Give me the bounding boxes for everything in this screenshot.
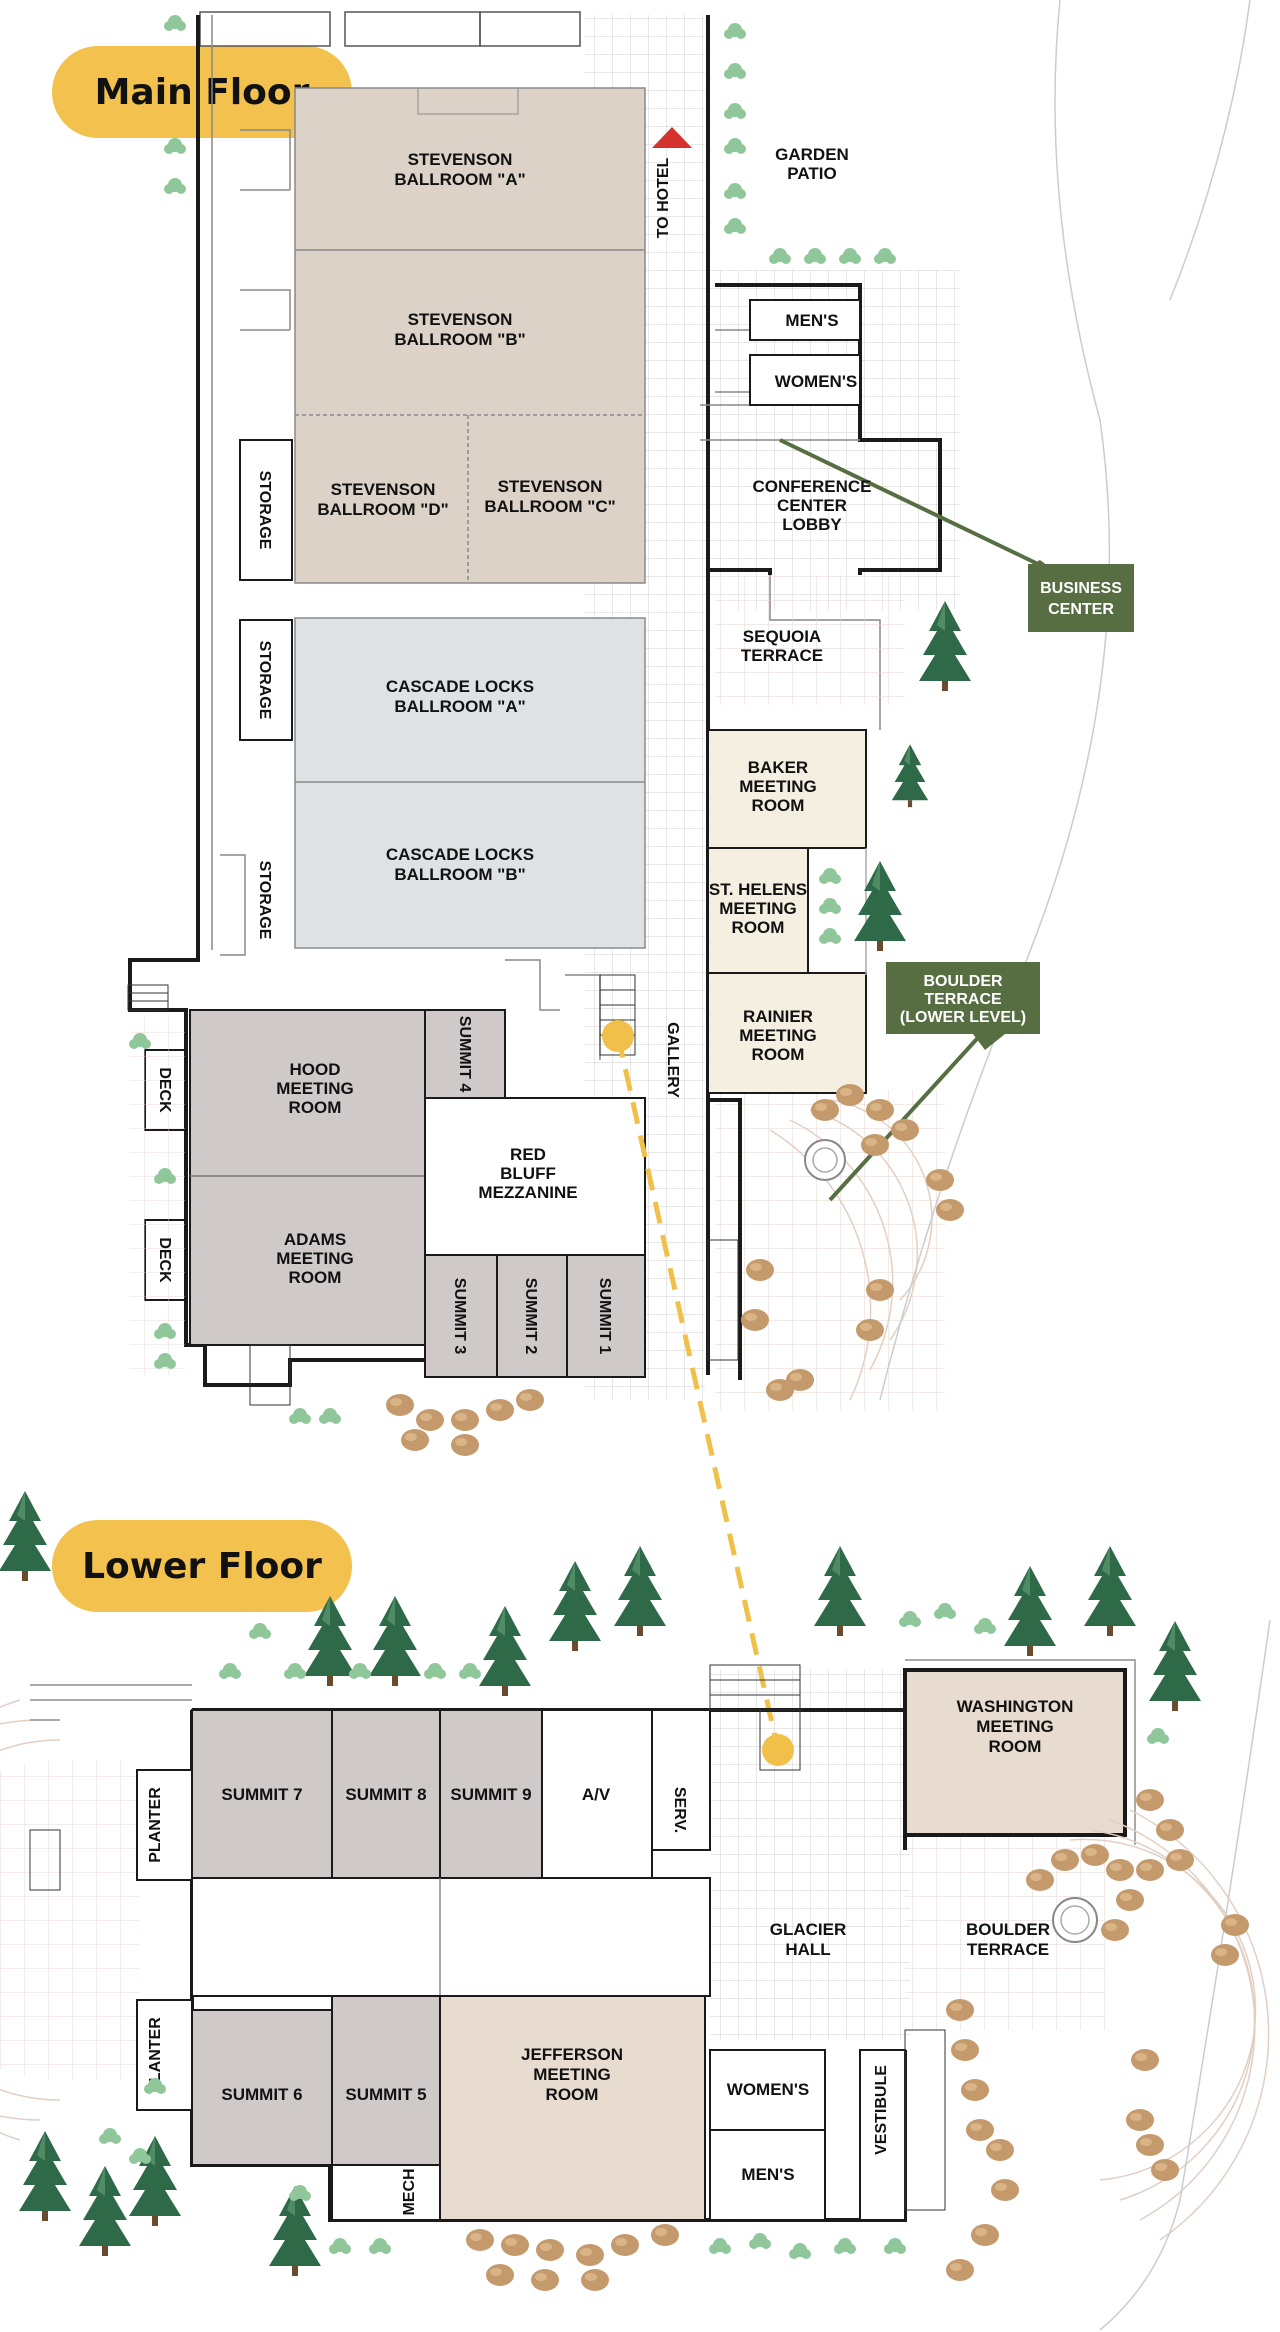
sequoia-label: SEQUOIA (743, 627, 821, 646)
mech-label: MECH (401, 2168, 418, 2215)
baker-label: BAKER (748, 758, 808, 777)
planter-label-1: PLANTER (147, 1787, 164, 1863)
hotel-arrow-icon (652, 127, 692, 148)
storage-label-1: STORAGE (256, 471, 273, 550)
womens-lower-label: WOMEN'S (727, 2080, 809, 2099)
deck-label-1: DECK (156, 1067, 173, 1113)
to-hotel-label: TO HOTEL (655, 157, 672, 238)
boulder-terrace-lower-callout: BOULDER TERRACE (LOWER LEVEL) (886, 962, 1040, 1034)
svg-text:TERRACE: TERRACE (741, 646, 823, 665)
glacier-hall-floor (710, 1670, 910, 2040)
cascade-locks-ballrooms (294, 617, 646, 949)
boulder-terrace-label: BOULDER (966, 1920, 1050, 1939)
summit6-label: SUMMIT 6 (221, 2085, 302, 2104)
glacier-hall-label: GLACIER (770, 1920, 847, 1939)
av-label: A/V (582, 1785, 611, 1804)
svg-text:BALLROOM "B": BALLROOM "B" (394, 330, 525, 349)
svg-text:BALLROOM "A": BALLROOM "A" (394, 697, 525, 716)
svg-text:MEETING: MEETING (976, 1717, 1053, 1736)
svg-text:BUSINESS: BUSINESS (1040, 580, 1122, 597)
serv-label: SERV. (671, 1787, 688, 1833)
svg-text:ROOM: ROOM (732, 918, 785, 937)
summit2-label: SUMMIT 2 (522, 1278, 539, 1355)
svg-text:MEETING: MEETING (719, 899, 796, 918)
vestibule-label: VESTIBULE (873, 2065, 890, 2155)
lower-floor-plan: SUMMIT 7 SUMMIT 8 SUMMIT 9 A/V SERV. SUM… (0, 1491, 1271, 2331)
svg-text:ROOM: ROOM (989, 1737, 1042, 1756)
east-meeting-rooms (707, 729, 867, 1094)
svg-text:TERRACE: TERRACE (924, 991, 1002, 1008)
hood-adams-rooms (189, 1009, 426, 1346)
womens-label: WOMEN'S (775, 372, 857, 391)
svg-text:CENTER: CENTER (777, 496, 847, 515)
conference-lobby-label: CONFERENCE (752, 477, 871, 496)
svg-text:MEETING: MEETING (276, 1079, 353, 1098)
svg-text:ROOM: ROOM (546, 2085, 599, 2104)
lower-floor-labels: SUMMIT 7 SUMMIT 8 SUMMIT 9 A/V SERV. SUM… (147, 1697, 1073, 2216)
summit5-label: SUMMIT 5 (345, 2085, 426, 2104)
svg-text:MEETING: MEETING (533, 2065, 610, 2084)
svg-text:HALL: HALL (785, 1940, 830, 1959)
storage-label-3: STORAGE (256, 861, 273, 940)
svg-text:PATIO: PATIO (787, 164, 836, 183)
svg-text:BALLROOM "C": BALLROOM "C" (484, 497, 615, 516)
route-line (615, 1035, 781, 1751)
svg-text:ROOM: ROOM (752, 796, 805, 815)
planter-label-2: PLANTER (147, 2017, 164, 2093)
red-bluff-label: RED (510, 1145, 546, 1164)
summit4-label: SUMMIT 4 (456, 1016, 473, 1093)
svg-text:MEETING: MEETING (739, 1026, 816, 1045)
svg-text:LOBBY: LOBBY (782, 515, 842, 534)
rainier-label: RAINIER (743, 1007, 813, 1026)
mens-lower-label: MEN'S (741, 2165, 794, 2184)
garden-patio-label: GARDEN (775, 145, 849, 164)
svg-text:BALLROOM "A": BALLROOM "A" (394, 170, 525, 189)
svg-text:(LOWER LEVEL): (LOWER LEVEL) (900, 1009, 1026, 1026)
main-floor-plan: BUSINESS CENTER BOULDER TERRACE (LOWER L… (127, 0, 1251, 1456)
lower-floor-title: Lower Floor (52, 1520, 352, 1612)
summit7-label: SUMMIT 7 (221, 1785, 302, 1804)
jefferson-label: JEFFERSON (521, 2045, 623, 2064)
stevenson-a-label: STEVENSON (408, 150, 513, 169)
svg-text:BOULDER: BOULDER (923, 973, 1003, 990)
adams-label: ADAMS (284, 1230, 346, 1249)
deck-label-2: DECK (156, 1237, 173, 1283)
main-floor-labels: STEVENSON BALLROOM "A" STEVENSON BALLROO… (156, 145, 872, 1354)
stevenson-c-label: STEVENSON (498, 477, 603, 496)
summit3-label: SUMMIT 3 (451, 1278, 468, 1355)
svg-text:MEETING: MEETING (739, 777, 816, 796)
summit1-label: SUMMIT 1 (596, 1278, 613, 1355)
stevenson-d-label: STEVENSON (331, 480, 436, 499)
route-end-marker (762, 1734, 794, 1766)
summit9-label: SUMMIT 9 (450, 1785, 531, 1804)
svg-text:ROOM: ROOM (752, 1045, 805, 1064)
svg-text:CENTER: CENTER (1048, 601, 1114, 618)
storage-label-2: STORAGE (256, 641, 273, 720)
svg-text:TERRACE: TERRACE (967, 1940, 1049, 1959)
summit8-label: SUMMIT 8 (345, 1785, 426, 1804)
svg-text:BALLROOM "D": BALLROOM "D" (317, 500, 448, 519)
svg-text:ROOM: ROOM (289, 1098, 342, 1117)
svg-text:BLUFF: BLUFF (500, 1164, 556, 1183)
svg-text:MEZZANINE: MEZZANINE (478, 1183, 577, 1202)
cascade-a-label: CASCADE LOCKS (386, 677, 534, 696)
gallery-label: GALLERY (664, 1022, 681, 1098)
cascade-b-label: CASCADE LOCKS (386, 845, 534, 864)
stevenson-b-label: STEVENSON (408, 310, 513, 329)
svg-text:ROOM: ROOM (289, 1268, 342, 1287)
mens-label: MEN'S (785, 311, 838, 330)
stevenson-ballrooms (294, 87, 646, 584)
washington-label: WASHINGTON (957, 1697, 1074, 1716)
svg-text:BALLROOM "B": BALLROOM "B" (394, 865, 525, 884)
svg-text:MEETING: MEETING (276, 1249, 353, 1268)
hood-label: HOOD (290, 1060, 341, 1079)
business-center-callout: BUSINESS CENTER (1028, 564, 1134, 632)
st-helens-label: ST. HELENS (709, 880, 807, 899)
